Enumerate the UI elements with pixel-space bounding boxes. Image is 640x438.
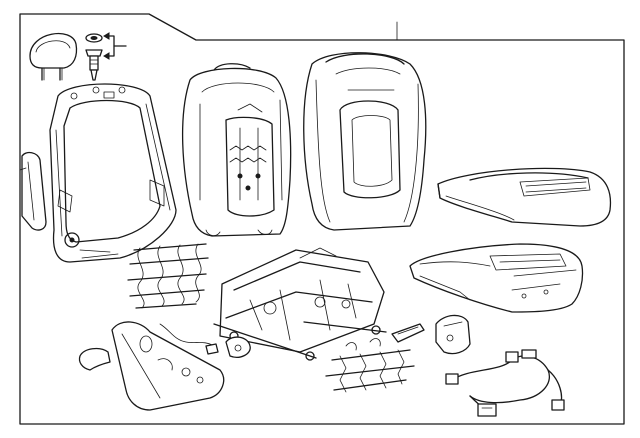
wiring-harness[interactable]	[445, 349, 565, 417]
lumbar-support-frame[interactable]	[325, 338, 415, 393]
seat-adjuster-track[interactable]	[213, 247, 387, 361]
small-trim-bezel[interactable]	[391, 323, 425, 343]
seatback-pad[interactable]	[181, 63, 292, 237]
cushion-spring-mat[interactable]	[127, 243, 209, 309]
seatback-frame[interactable]	[49, 83, 177, 263]
seatback-cover[interactable]	[303, 52, 427, 231]
headrest-guide-clip[interactable]	[85, 32, 127, 81]
height-adjust-wiring[interactable]	[159, 323, 251, 358]
headrest[interactable]	[29, 32, 78, 81]
inner-trim-cover[interactable]	[435, 314, 471, 355]
border-frame	[19, 13, 625, 425]
recliner-handle[interactable]	[78, 347, 111, 371]
cushion-cover[interactable]	[437, 167, 612, 227]
outer-side-shield[interactable]	[111, 321, 225, 411]
side-bolster-panel[interactable]	[19, 151, 47, 231]
cushion-pad[interactable]	[409, 243, 584, 313]
